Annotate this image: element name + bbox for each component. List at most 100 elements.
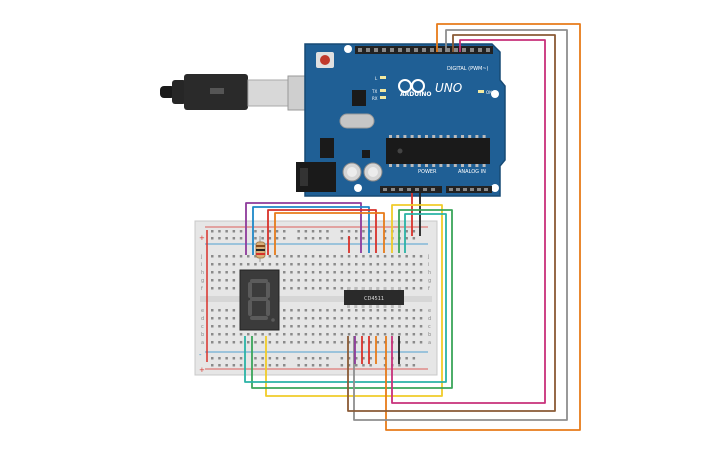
breadboard-hole[interactable] [419, 309, 423, 312]
breadboard-hole[interactable] [304, 309, 308, 312]
breadboard-hole[interactable] [290, 271, 293, 274]
breadboard-hole[interactable] [254, 333, 257, 336]
header-pin[interactable] [415, 188, 419, 191]
breadboard-hole[interactable] [232, 341, 236, 344]
breadboard-hole[interactable] [369, 237, 372, 240]
breadboard-hole[interactable] [275, 364, 279, 367]
breadboard-hole[interactable] [362, 309, 365, 312]
breadboard-hole[interactable] [333, 263, 336, 266]
breadboard-hole[interactable] [369, 317, 372, 320]
breadboard-hole[interactable] [355, 255, 358, 258]
header-pin[interactable] [430, 48, 434, 52]
breadboard-hole[interactable] [211, 325, 214, 328]
header-pin[interactable] [383, 188, 387, 191]
breadboard-hole[interactable] [225, 317, 228, 320]
breadboard-hole[interactable] [340, 263, 344, 266]
breadboard-hole[interactable] [311, 230, 315, 233]
breadboard-hole[interactable] [225, 287, 228, 290]
breadboard-hole[interactable] [326, 237, 329, 240]
breadboard-hole[interactable] [218, 255, 221, 258]
breadboard-hole[interactable] [319, 287, 322, 290]
breadboard-hole[interactable] [268, 237, 272, 240]
breadboard-hole[interactable] [419, 271, 423, 274]
breadboard-hole[interactable] [333, 255, 336, 258]
breadboard-hole[interactable] [347, 317, 351, 320]
header-pin[interactable] [470, 48, 474, 52]
breadboard-hole[interactable] [369, 325, 372, 328]
breadboard-hole[interactable] [311, 271, 315, 274]
breadboard-hole[interactable] [383, 271, 387, 274]
breadboard-hole[interactable] [247, 341, 250, 344]
breadboard-hole[interactable] [232, 364, 236, 367]
breadboard-hole[interactable] [297, 263, 300, 266]
breadboard-hole[interactable] [218, 287, 221, 290]
breadboard-hole[interactable] [391, 271, 394, 274]
breadboard-hole[interactable] [326, 271, 329, 274]
breadboard-hole[interactable] [232, 325, 236, 328]
breadboard-hole[interactable] [369, 333, 372, 336]
breadboard-hole[interactable] [211, 309, 214, 312]
breadboard-hole[interactable] [398, 255, 401, 258]
breadboard-hole[interactable] [283, 279, 286, 282]
breadboard-hole[interactable] [369, 341, 372, 344]
breadboard-hole[interactable] [304, 230, 308, 233]
breadboard-hole[interactable] [383, 255, 387, 258]
breadboard-hole[interactable] [297, 271, 300, 274]
breadboard-hole[interactable] [290, 287, 293, 290]
breadboard-hole[interactable] [405, 341, 408, 344]
breadboard-hole[interactable] [232, 255, 236, 258]
breadboard-hole[interactable] [290, 317, 293, 320]
breadboard-hole[interactable] [369, 279, 372, 282]
breadboard-hole[interactable] [283, 263, 286, 266]
breadboard-hole[interactable] [362, 230, 365, 233]
breadboard-hole[interactable] [412, 255, 416, 258]
breadboard-hole[interactable] [383, 333, 387, 336]
breadboard-hole[interactable] [355, 309, 358, 312]
breadboard-hole[interactable] [283, 309, 286, 312]
breadboard-hole[interactable] [319, 333, 322, 336]
header-pin[interactable] [463, 188, 467, 191]
breadboard-hole[interactable] [311, 325, 315, 328]
breadboard-hole[interactable] [340, 309, 344, 312]
breadboard-hole[interactable] [297, 364, 300, 367]
breadboard-hole[interactable] [383, 364, 387, 367]
breadboard-hole[interactable] [232, 309, 236, 312]
breadboard-hole[interactable] [391, 333, 394, 336]
breadboard-hole[interactable] [347, 271, 351, 274]
breadboard-hole[interactable] [419, 317, 423, 320]
breadboard-hole[interactable] [340, 271, 344, 274]
breadboard-hole[interactable] [355, 230, 358, 233]
breadboard-hole[interactable] [412, 279, 416, 282]
breadboard-hole[interactable] [412, 333, 416, 336]
breadboard-hole[interactable] [297, 237, 300, 240]
breadboard-hole[interactable] [333, 271, 336, 274]
breadboard-hole[interactable] [405, 271, 408, 274]
breadboard-hole[interactable] [398, 309, 401, 312]
breadboard-hole[interactable] [319, 237, 322, 240]
breadboard-hole[interactable] [383, 230, 387, 233]
breadboard-hole[interactable] [419, 333, 423, 336]
breadboard-hole[interactable] [218, 279, 221, 282]
breadboard-hole[interactable] [412, 309, 416, 312]
breadboard-hole[interactable] [218, 333, 221, 336]
breadboard-hole[interactable] [347, 341, 351, 344]
breadboard-hole[interactable] [283, 364, 286, 367]
breadboard-hole[interactable] [311, 263, 315, 266]
breadboard-hole[interactable] [290, 279, 293, 282]
breadboard-hole[interactable] [412, 357, 416, 360]
breadboard-hole[interactable] [275, 341, 279, 344]
breadboard-hole[interactable] [405, 263, 408, 266]
breadboard-hole[interactable] [290, 309, 293, 312]
breadboard-hole[interactable] [311, 364, 315, 367]
breadboard-hole[interactable] [225, 255, 228, 258]
breadboard-hole[interactable] [340, 255, 344, 258]
header-pin[interactable] [406, 48, 410, 52]
header-pin[interactable] [456, 188, 460, 191]
breadboard-hole[interactable] [268, 230, 272, 233]
breadboard-hole[interactable] [304, 237, 308, 240]
breadboard-hole[interactable] [247, 263, 250, 266]
breadboard-hole[interactable] [419, 287, 423, 290]
breadboard-hole[interactable] [326, 309, 329, 312]
breadboard-hole[interactable] [383, 263, 387, 266]
breadboard-hole[interactable] [369, 230, 372, 233]
